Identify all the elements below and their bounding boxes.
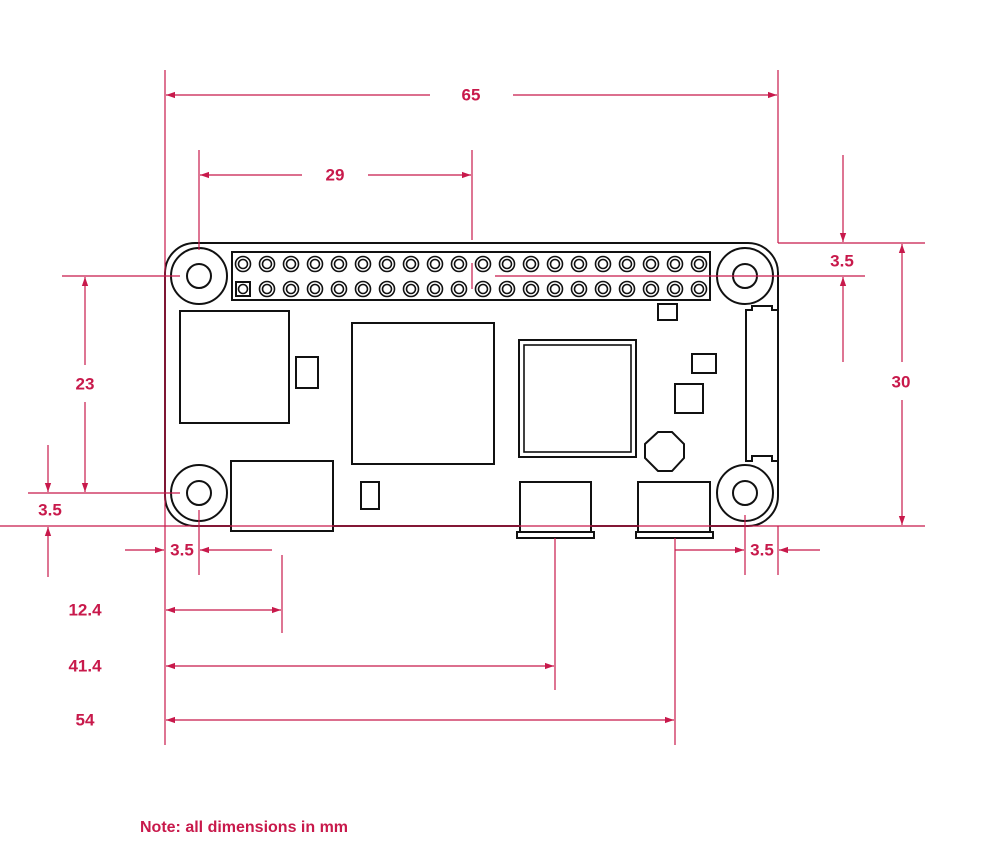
gpio-pin-hole	[549, 258, 561, 270]
gpio-pin-hole	[429, 283, 441, 295]
gpio-pin-hole	[405, 283, 417, 295]
gpio-pin-hole	[261, 283, 273, 295]
gpio-pin-hole	[573, 258, 585, 270]
gpio-pin-hole	[693, 258, 705, 270]
dim-usb-center: 41.4	[68, 657, 102, 676]
gpio-pin-hole	[261, 258, 273, 270]
units-note: Note: all dimensions in mm	[140, 819, 348, 836]
gpio-pin-hole	[453, 283, 465, 295]
mini-hdmi-port	[230, 460, 334, 532]
dim-top-hole-offset: 3.5	[830, 252, 854, 271]
gpio-pin-hole	[333, 258, 345, 270]
dimension-lines: 65 29 3.5 30 23 3.5 3.5	[0, 70, 925, 745]
dim-bottom-left-hole-x: 3.5	[170, 541, 194, 560]
gpio-pin-hole	[621, 258, 633, 270]
gpio-pin-hole	[309, 283, 321, 295]
component-small	[691, 353, 717, 374]
dim-bottom-right-hole-x: 3.5	[750, 541, 774, 560]
dim-left-bottom-hole-offset: 3.5	[38, 501, 62, 520]
gpio-pin-hole	[453, 258, 465, 270]
octagonal-component	[644, 431, 685, 472]
component-block	[179, 310, 290, 424]
dim-overall-width: 65	[462, 86, 481, 105]
gpio-pins	[234, 255, 708, 298]
component-small	[360, 481, 380, 510]
gpio-pin-hole	[669, 258, 681, 270]
gpio-pin-hole	[309, 258, 321, 270]
gpio-pin-hole	[501, 258, 513, 270]
power-usb-port	[637, 481, 711, 533]
gpio-pin-hole	[549, 283, 561, 295]
gpio-pin-hole	[285, 283, 297, 295]
gpio-pin-hole	[381, 258, 393, 270]
ram-chip	[351, 322, 495, 465]
gpio-pin-hole	[645, 258, 657, 270]
gpio-pin-hole	[381, 283, 393, 295]
dim-overall-height: 30	[892, 373, 911, 392]
gpio-pin-hole	[597, 258, 609, 270]
component-small	[674, 383, 704, 414]
gpio-pin-hole	[357, 283, 369, 295]
gpio-pin-hole	[357, 258, 369, 270]
gpio-pin-hole	[429, 258, 441, 270]
gpio-pin-hole	[645, 283, 657, 295]
gpio-pin-hole	[597, 283, 609, 295]
gpio-pin-hole	[573, 283, 585, 295]
gpio-pin-hole	[405, 258, 417, 270]
gpio-pin-hole	[237, 258, 249, 270]
dim-header-offset: 29	[326, 166, 345, 185]
gpio-pin-hole	[237, 283, 249, 295]
gpio-pin-hole	[333, 283, 345, 295]
gpio-pin-hole	[501, 283, 513, 295]
dim-power-usb-center: 54	[76, 711, 95, 730]
dim-hole-spacing-vertical: 23	[76, 375, 95, 394]
pcb-board	[164, 242, 779, 539]
gpio-pin-hole	[477, 283, 489, 295]
gpio-pin-hole	[477, 258, 489, 270]
component-small	[295, 356, 319, 389]
component-small	[657, 303, 678, 321]
usb-port	[519, 481, 592, 533]
gpio-pin-hole	[693, 283, 705, 295]
gpio-pin-hole	[621, 283, 633, 295]
gpio-pin-hole	[285, 258, 297, 270]
gpio-pin-hole	[525, 283, 537, 295]
dim-mini-hdmi-center: 12.4	[68, 601, 102, 620]
gpio-pin-hole	[525, 258, 537, 270]
gpio-pin-hole	[669, 283, 681, 295]
camera-connector	[745, 305, 779, 462]
